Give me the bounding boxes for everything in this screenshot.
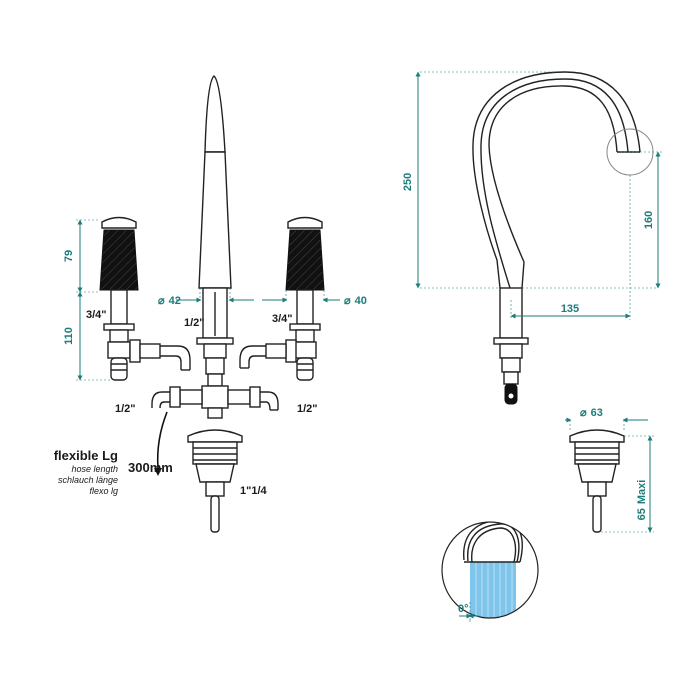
right-outlet-elbow [239,339,297,369]
spout-front [196,75,234,387]
diameter-symbol: ⌀ [344,295,351,307]
dim-160: 160 [643,211,655,229]
dim-63: ⌀ 63 [580,407,603,419]
label-left-valve-thread: 3/4" [86,309,107,321]
hose-title: flexible Lg [54,448,118,463]
front-dimensions [76,219,340,381]
hose-length: 300mm [128,460,173,475]
label-hose-right-thread: 1/2" [297,403,318,415]
dim-79: 79 [63,250,75,262]
diameter-symbol: ⌀ [580,407,587,419]
dim-42-value: 42 [169,295,181,307]
label-right-valve-thread: 3/4" [272,313,293,325]
dim-63-value: 63 [591,407,603,419]
drain-side [565,417,654,533]
dim-135: 135 [561,303,579,315]
front-view [76,75,340,533]
magnified-detail [441,521,539,622]
dim-42: ⌀ 42 [158,295,181,307]
t-connector [151,385,279,419]
hose-line1: hose length [71,464,118,474]
right-handle [285,216,325,381]
dim-110: 110 [63,327,75,345]
left-handle [99,216,139,381]
label-spout-thread: 1/2" [184,317,205,329]
hose-line2: schlauch länge [58,475,118,485]
hose-leader [154,411,168,476]
dim-250: 250 [402,173,414,191]
left-outlet-elbow [129,339,191,371]
label-drain-thread: 1"1/4 [240,485,268,497]
dim-65-value: 65 [636,508,648,520]
side-view [415,71,662,405]
dim-40: ⌀ 40 [344,295,367,307]
dim-40-value: 40 [355,295,367,307]
drain-front [187,429,243,533]
label-hose-left-thread: 1/2" [115,403,136,415]
dim-65: 65 Maxi [636,480,648,521]
dim-65-unit: Maxi [636,480,648,504]
hose-line3: flexo lg [89,486,118,496]
dim-angle: 0° [458,603,469,615]
diameter-symbol: ⌀ [158,295,165,307]
